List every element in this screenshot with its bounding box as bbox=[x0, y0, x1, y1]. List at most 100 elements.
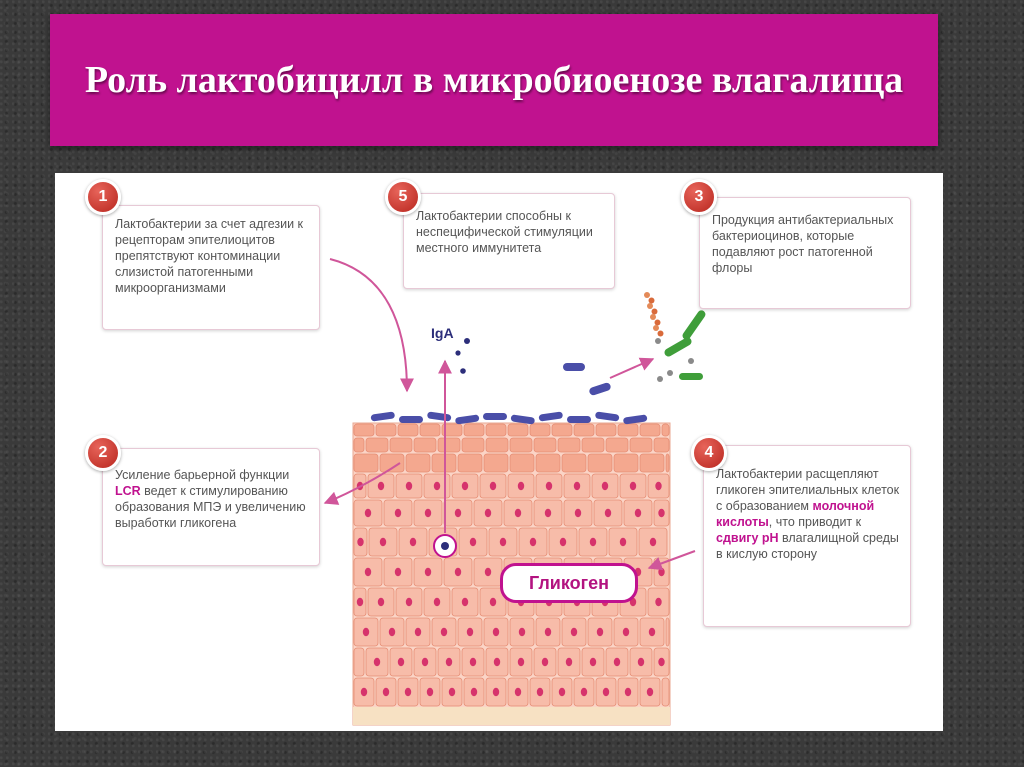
cell-nucleus bbox=[541, 657, 549, 667]
epithelial-cell bbox=[573, 423, 595, 437]
cell-nucleus bbox=[589, 537, 597, 547]
cell-nucleus bbox=[397, 657, 405, 667]
cell-nucleus bbox=[421, 657, 429, 667]
cell-nucleus bbox=[461, 481, 469, 491]
iga-dot bbox=[455, 350, 461, 356]
cell-nucleus bbox=[364, 508, 372, 518]
cell-nucleus bbox=[373, 657, 381, 667]
epithelial-cell bbox=[595, 423, 617, 437]
lactobacillus bbox=[483, 413, 507, 420]
lactobacillus bbox=[510, 414, 535, 425]
badge-3: 3 bbox=[681, 179, 717, 215]
cell-nucleus bbox=[580, 687, 588, 697]
cell-nucleus bbox=[360, 687, 368, 697]
badge-5: 5 bbox=[385, 179, 421, 215]
card-barrier-highlight: LCR bbox=[115, 484, 141, 498]
arrow-bacteriocin bbox=[609, 357, 655, 379]
pathogen-rod bbox=[664, 337, 692, 357]
epithelial-cell bbox=[457, 453, 483, 473]
epithelial-cell bbox=[441, 423, 463, 437]
streptococcus-coccus bbox=[647, 303, 653, 309]
cell-nucleus bbox=[448, 687, 456, 697]
epithelial-cell bbox=[463, 423, 485, 437]
epithelial-cell bbox=[353, 423, 375, 437]
cell-nucleus bbox=[466, 627, 474, 637]
card-lactic-acid: Лактобактерии расщепляют гликоген эпител… bbox=[703, 445, 911, 627]
cell-nucleus bbox=[634, 508, 642, 518]
iga-dot bbox=[460, 368, 466, 374]
cell-nucleus bbox=[514, 508, 522, 518]
lactobacillus-free bbox=[589, 382, 611, 396]
iga-dot bbox=[464, 338, 470, 344]
card-immunity-text: Лактобактерии способны к неспецифической… bbox=[416, 209, 593, 255]
cell-nucleus bbox=[658, 657, 665, 667]
cell-nucleus bbox=[424, 508, 432, 518]
card-immunity: Лактобактерии способны к неспецифической… bbox=[403, 193, 615, 289]
epithelial-cell bbox=[353, 437, 365, 453]
streptococcus-coccus bbox=[654, 319, 661, 326]
lactobacillus bbox=[538, 411, 563, 422]
epithelial-cell bbox=[365, 437, 389, 453]
cell-nucleus bbox=[565, 657, 573, 667]
arrow-barrier bbox=[323, 462, 401, 505]
slide-title: Роль лактобицилл в микробиоенозе влагали… bbox=[84, 59, 904, 101]
epithelial-cell bbox=[665, 617, 670, 647]
epithelial-cell bbox=[353, 647, 365, 677]
cell-nucleus bbox=[388, 627, 396, 637]
cell-nucleus bbox=[461, 597, 469, 607]
cell-nucleus bbox=[414, 627, 422, 637]
card-adhesion: Лактобактерии за счет адгезии к рецептор… bbox=[102, 205, 320, 330]
epithelial-cell bbox=[661, 423, 670, 437]
badge-1: 1 bbox=[85, 179, 121, 215]
immune-cell-nucleus bbox=[441, 542, 449, 550]
lactobacilli-layer bbox=[370, 411, 648, 425]
tissue-illustration bbox=[323, 258, 706, 726]
cell-nucleus bbox=[517, 481, 525, 491]
epithelial-cell bbox=[639, 423, 661, 437]
pathogen-coccus bbox=[667, 370, 673, 376]
cell-nucleus bbox=[589, 657, 597, 667]
epithelial-cell bbox=[613, 453, 639, 473]
lactobacillus bbox=[427, 411, 452, 422]
epithelial-cell bbox=[605, 437, 629, 453]
cell-nucleus bbox=[573, 481, 581, 491]
cell-nucleus bbox=[596, 627, 604, 637]
epithelial-cell bbox=[661, 677, 670, 707]
cell-nucleus bbox=[377, 597, 385, 607]
cell-nucleus bbox=[514, 687, 522, 697]
streptococcus-coccus bbox=[650, 314, 656, 320]
epithelial-cell bbox=[507, 423, 529, 437]
epithelial-cell bbox=[485, 423, 507, 437]
cell-nucleus bbox=[445, 657, 453, 667]
lactobacillus bbox=[567, 416, 591, 423]
cell-nucleus bbox=[517, 657, 525, 667]
epithelial-cell bbox=[397, 423, 419, 437]
arrow-adhesion bbox=[329, 258, 414, 393]
cell-nucleus bbox=[364, 567, 372, 577]
cell-nucleus bbox=[604, 508, 612, 518]
title-banner: Роль лактобицилл в микробиоенозе влагали… bbox=[50, 14, 938, 146]
pathogen-rod bbox=[682, 310, 706, 340]
card-lactic-text-b: , что приводит к bbox=[768, 515, 862, 529]
cell-nucleus bbox=[544, 627, 552, 637]
card-bacteriocins: Продукция антибактериальных бактериоцино… bbox=[699, 197, 911, 309]
streptococcus-coccus bbox=[651, 308, 658, 315]
cell-nucleus bbox=[454, 567, 462, 577]
epithelial-cell bbox=[419, 423, 441, 437]
lactobacillus bbox=[455, 414, 480, 425]
cell-nucleus bbox=[489, 481, 497, 491]
card-lactic-text-a: Лактобактерии расщепляют гликоген эпител… bbox=[716, 467, 900, 513]
epithelial-cell bbox=[551, 423, 573, 437]
card-lactic-highlight-b: сдвигу pH bbox=[716, 531, 779, 545]
lactobacillus bbox=[595, 411, 620, 422]
cell-nucleus bbox=[529, 537, 537, 547]
cell-nucleus bbox=[362, 627, 370, 637]
cell-nucleus bbox=[624, 687, 632, 697]
card-barrier-text-a: Усиление барьерной функции bbox=[115, 468, 290, 482]
cell-nucleus bbox=[470, 687, 478, 697]
lactobacillus-free bbox=[563, 363, 585, 371]
cell-nucleus bbox=[424, 567, 432, 577]
cell-nucleus bbox=[655, 481, 662, 491]
card-lactic-text-c: влагалищной среды в кислую сторону bbox=[716, 531, 899, 561]
epithelial-cell bbox=[561, 453, 587, 473]
